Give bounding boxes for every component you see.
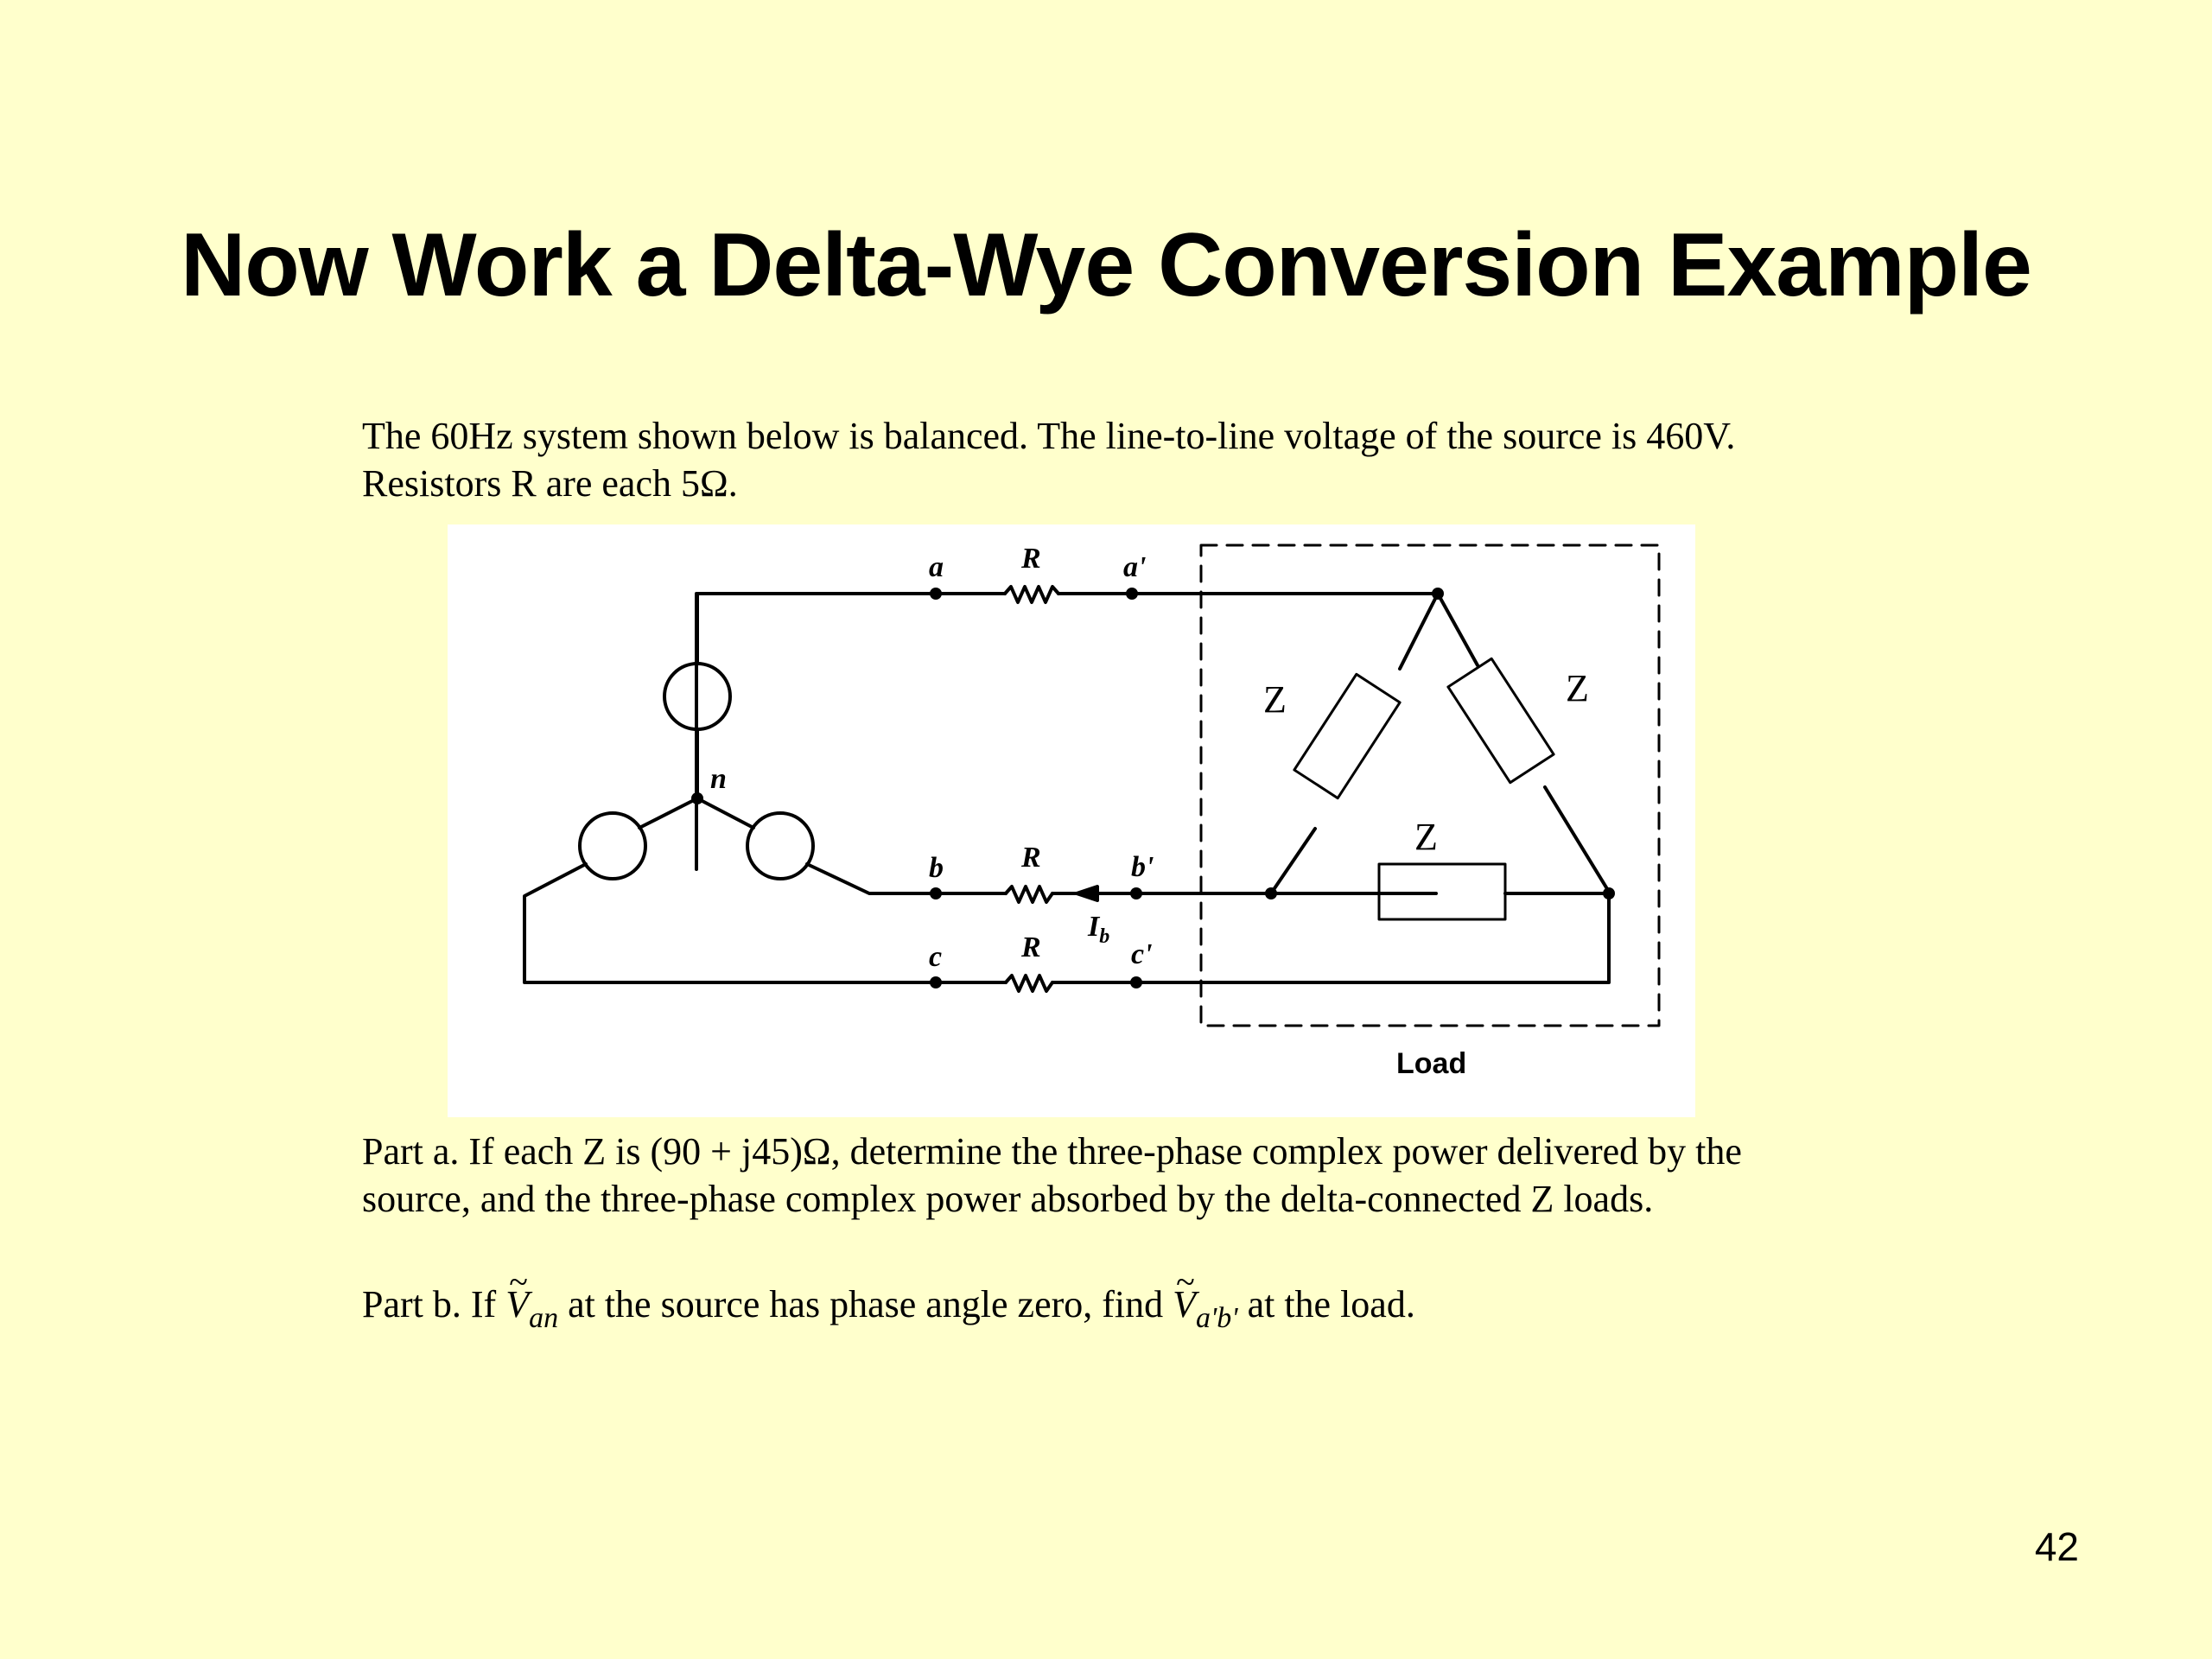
node-dot-n (691, 792, 703, 804)
voltage-van: ~Van (505, 1262, 559, 1342)
part-b-suffix: at the load. (1247, 1283, 1415, 1325)
resistor-a (1003, 585, 1060, 604)
label-z-left: Z (1263, 678, 1287, 721)
part-b: Part b. If ~Van at the source has phase … (362, 1262, 1415, 1342)
intro-line-1: The 60Hz system shown below is balanced.… (362, 415, 1736, 457)
part-b-middle: at the source has phase angle zero, find (568, 1283, 1164, 1325)
label-ib: Ib (1087, 911, 1109, 948)
label-a-prime: a' (1123, 551, 1146, 583)
slide-title: Now Work a Delta-Wye Conversion Example (181, 215, 2032, 315)
page-number: 42 (2034, 1524, 2079, 1569)
impedance-box-left (1293, 672, 1402, 800)
node-dot-a (930, 588, 942, 600)
part-a: Part a. If each Z is (90 + j45)Ω, determ… (362, 1128, 1742, 1223)
tilde-mark: ~ (1176, 1262, 1195, 1301)
label-c: c (929, 941, 942, 973)
current-arrow (1075, 885, 1099, 902)
node-dot-a-prime (1126, 588, 1138, 600)
circuit-diagram: a R a' n b R b' c R c' Ib Z Z Z Load (448, 524, 1695, 1117)
label-z-bottom: Z (1414, 816, 1438, 858)
delta-node-left (1265, 887, 1277, 899)
voltage-subscript: an (529, 1302, 559, 1334)
wye-legs (638, 797, 755, 830)
tilde-mark: ~ (509, 1262, 528, 1301)
part-a-line-1: Part a. If each Z is (90 + j45)Ω, determ… (362, 1130, 1742, 1173)
label-b-prime: b' (1131, 851, 1154, 883)
delta-side-ab (1269, 592, 1440, 895)
resistor-b (1004, 885, 1054, 904)
node-dot-b (930, 887, 942, 899)
part-a-line-2: source, and the three-phase complex powe… (362, 1178, 1654, 1220)
problem-statement: The 60Hz system shown below is balanced.… (362, 412, 1735, 507)
voltage-symbol: V (1173, 1283, 1197, 1325)
node-dot-c-prime (1130, 976, 1142, 988)
junction-dots (691, 588, 1615, 988)
wire-c-right (1051, 890, 1611, 984)
load-boundary (1199, 543, 1661, 1027)
label-c-prime: c' (1131, 938, 1153, 970)
part-b-prefix: Part b. If (362, 1283, 497, 1325)
node-dot-b-prime (1130, 887, 1142, 899)
intro-line-2: Resistors R are each 5Ω. (362, 462, 738, 505)
voltage-symbol: V (505, 1283, 530, 1325)
wire-c (523, 862, 1007, 984)
label-r-c: R (1020, 931, 1041, 963)
label-b: b (929, 852, 944, 884)
impedance-box-right (1446, 657, 1555, 785)
label-r-b: R (1020, 842, 1041, 874)
source-c-circle (578, 811, 647, 880)
label-load: Load (1396, 1047, 1466, 1080)
label-z-right: Z (1566, 667, 1589, 709)
wire-a (695, 592, 938, 871)
label-r-a: R (1020, 543, 1041, 575)
label-a: a (929, 551, 944, 583)
voltage-vab-prime: ~Va'b' (1173, 1262, 1238, 1342)
label-n: n (710, 763, 727, 795)
voltage-subscript: a'b' (1196, 1302, 1238, 1334)
circuit-svg: a R a' n b R b' c R c' Ib Z Z Z Load (523, 543, 1661, 1080)
node-dot-c (930, 976, 942, 988)
impedance-box-bottom (1377, 862, 1507, 921)
source-b-circle (746, 811, 815, 880)
wire-b (805, 862, 1007, 895)
resistor-c (1004, 974, 1054, 993)
delta-side-ac (1436, 592, 1611, 893)
delta-node-right (1603, 887, 1615, 899)
delta-node-top (1432, 588, 1444, 600)
